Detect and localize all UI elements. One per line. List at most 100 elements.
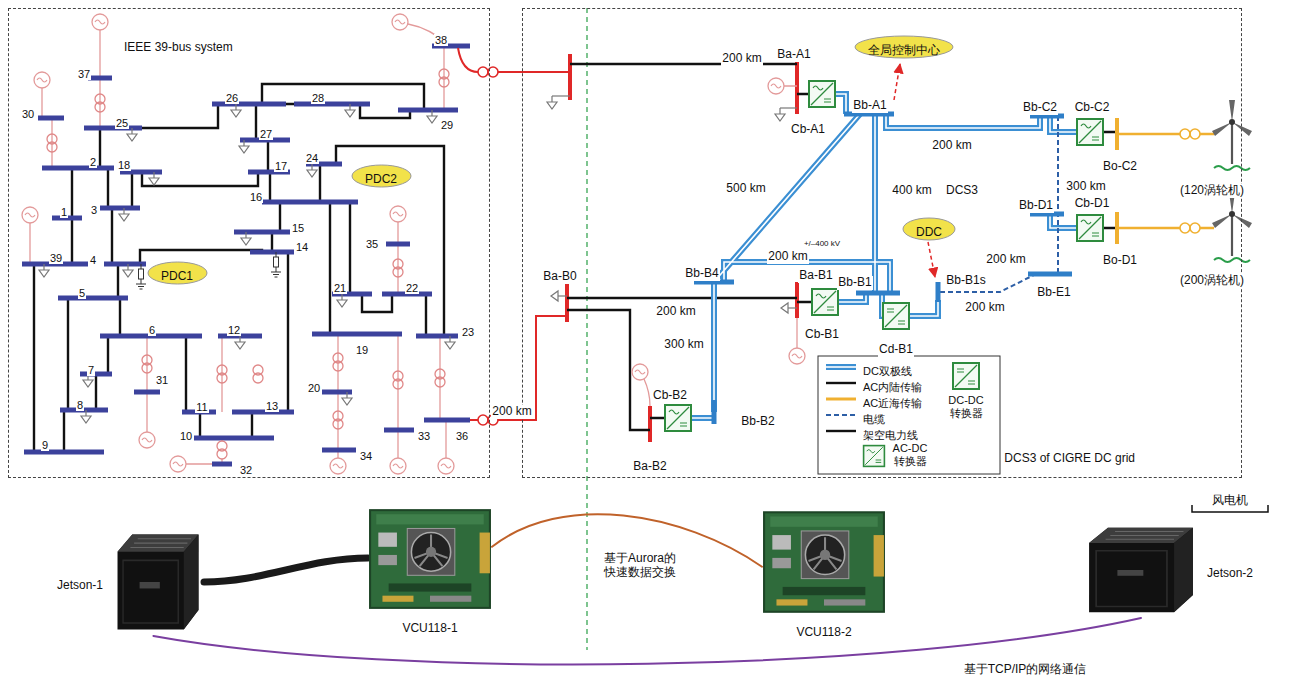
bus-number-holder: 33	[417, 426, 431, 444]
transformer-symbol	[47, 69, 449, 459]
grid-label: (200涡轮机)	[1179, 274, 1245, 288]
transformer-symbol	[217, 441, 227, 459]
fpga-board-picture	[376, 514, 483, 524]
ellipse-outline	[855, 36, 953, 58]
legend-text-holder: DC双极线	[862, 361, 913, 379]
load-symbol	[342, 392, 352, 405]
bus-number-holder: 16	[249, 187, 263, 205]
bus-number-holder: 24	[305, 148, 319, 166]
bus-number-holder: 20	[307, 378, 321, 396]
edge-label-holder: 基于TCP/IP的网络通信	[963, 659, 1088, 677]
bus-number-holder: 35	[365, 234, 379, 252]
grid-illustration	[1212, 192, 1252, 262]
grid-label: 200 km	[655, 305, 696, 319]
grid-label: Bo-D1	[1102, 254, 1138, 268]
transformer-symbol	[253, 365, 263, 383]
bus-number: 19	[355, 344, 369, 357]
grid-label-holder: 200 km	[655, 301, 696, 319]
ddc-label: DDC	[915, 226, 943, 240]
jetson-device-picture	[123, 560, 178, 623]
bus-number-holder: 18	[117, 155, 131, 173]
grid-label-holder: Ba-B2	[632, 456, 667, 474]
jetson-device-picture	[1106, 532, 1184, 540]
grid-label: Ba-A1	[776, 48, 811, 62]
fpga-board-picture	[411, 533, 450, 572]
load-symbol	[780, 107, 797, 108]
load-symbol	[547, 96, 557, 109]
transformer-symbol	[435, 369, 445, 387]
generator-symbol	[392, 14, 408, 30]
load-symbol	[123, 264, 133, 277]
converter-symbol	[665, 405, 691, 431]
device-label: Jetson-1	[56, 579, 104, 593]
pdc-ellipse: PDC1	[147, 261, 208, 285]
jetson-device-picture	[1096, 551, 1167, 607]
grid-label: Cb-B1	[804, 328, 840, 342]
legend-box	[826, 382, 856, 384]
grid-label: Cb-A1	[790, 123, 826, 137]
grid-label: Ba-B2	[632, 460, 667, 474]
fpga-board-picture	[772, 558, 791, 568]
jetson-device-picture	[1082, 522, 1200, 618]
bus-number-holder: 34	[359, 446, 373, 464]
grid-label-holder: 200 km	[491, 401, 532, 419]
legend-text: DC-DC 转换器	[944, 394, 988, 419]
load-symbol	[552, 95, 570, 96]
fpga-board-picture	[805, 535, 844, 574]
bus-number: 4	[89, 254, 97, 267]
fpga-board-picture	[378, 533, 397, 547]
load-symbol	[81, 410, 91, 423]
load-symbol	[39, 104, 455, 423]
bus-number: 35	[365, 238, 379, 251]
bus-number-holder: 15	[291, 218, 305, 236]
bus-number: 12	[227, 324, 241, 337]
bus-number: 9	[41, 439, 49, 452]
grid-label-holder: Bb-B1s	[945, 270, 986, 288]
pdc-label: PDC1	[160, 270, 194, 284]
bus-number: 33	[417, 430, 431, 443]
fpga-board-picture	[762, 504, 886, 618]
legend-text-holder: DC-DC 转换器	[944, 394, 988, 421]
bus-number: 10	[179, 430, 193, 443]
bus-number-holder: 21	[333, 278, 347, 296]
fpga-board-picture	[382, 596, 413, 602]
bus-number-holder: 5	[78, 283, 86, 301]
legend-box	[818, 356, 1000, 474]
transformer-symbol	[95, 94, 105, 112]
bus-number-holder: 38	[434, 30, 448, 48]
transformer-symbol	[333, 411, 343, 429]
grid-illustration	[1180, 129, 1200, 139]
generator-symbol	[22, 14, 454, 474]
bus-number: 31	[155, 374, 169, 387]
bus-number: 37	[77, 68, 91, 81]
grid-label-holder: 300 km	[663, 334, 704, 352]
grid-label: 风电机	[1211, 494, 1249, 508]
grid-label-holder: Cb-D1	[1074, 193, 1111, 211]
bus-number: 13	[265, 400, 279, 413]
fpga-board-picture	[772, 535, 791, 550]
generator-symbol	[390, 458, 406, 474]
legend-text-holder: AC内陆传输	[862, 377, 923, 395]
fpga-board-picture	[820, 550, 830, 560]
bus-number: 1	[60, 206, 68, 219]
bus-number-holder: 26	[225, 88, 239, 106]
bus-number-holder: 8	[76, 395, 84, 413]
legend-text: 电缆	[862, 413, 886, 426]
grid-label-holder: 300 km	[1065, 176, 1106, 194]
bus-number: 17	[274, 160, 288, 173]
generator-symbol	[438, 458, 454, 474]
jetson-device-picture	[1174, 528, 1193, 612]
fpga-board-picture	[415, 535, 448, 567]
grid-label-holder: Cb-B2	[652, 385, 688, 403]
jetson-device-picture	[140, 582, 160, 588]
grid-label-holder: 200 km	[931, 135, 972, 153]
converter-symbol	[883, 303, 909, 329]
ribbon-cable	[204, 558, 368, 582]
bus-number: 25	[115, 117, 129, 130]
ac-red-bus	[567, 54, 797, 442]
jetson-device: Jetson-2	[1082, 522, 1200, 618]
bus-number: 36	[455, 430, 469, 443]
ac-red-bus	[470, 419, 478, 421]
edge-label: 基于Aurora的 快速数据交换	[599, 552, 681, 580]
bus-number-holder: 30	[21, 104, 35, 122]
